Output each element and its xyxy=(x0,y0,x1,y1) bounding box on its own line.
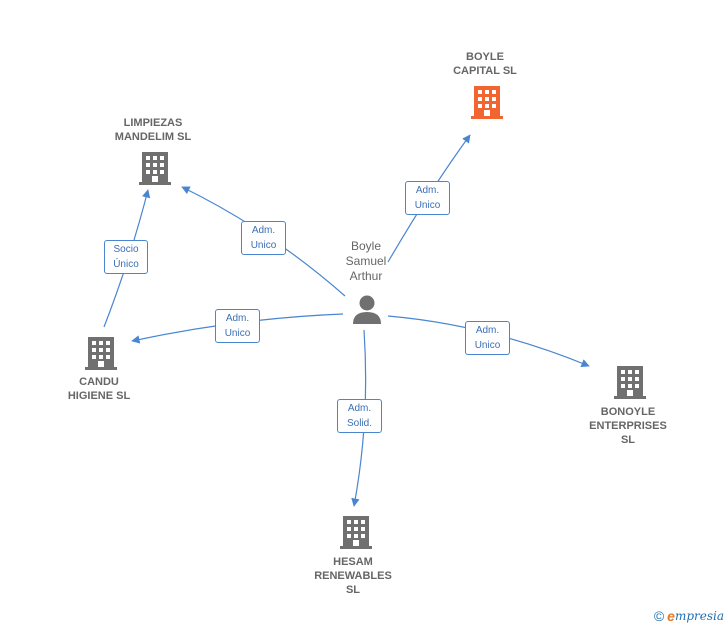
edge-label-candu-to-limpiezas[interactable]: Socio Único xyxy=(104,240,148,274)
company-label-bonoyle[interactable]: BONOYLE ENTERPRISES SL xyxy=(589,406,667,446)
building-icon[interactable] xyxy=(614,366,646,399)
brand-initial: e xyxy=(667,608,675,624)
company-label-candu[interactable]: CANDU HIGIENE SL xyxy=(67,376,131,402)
company-label-hesam[interactable]: HESAM RENEWABLES SL xyxy=(314,556,392,596)
brand-name: mpresia xyxy=(674,609,724,623)
edge-label-to-boyle-capital[interactable]: Adm. Unico xyxy=(405,181,450,215)
person-icon[interactable] xyxy=(353,295,381,325)
edge-label-to-bonoyle[interactable]: Adm. Unico xyxy=(465,321,510,355)
building-icon[interactable] xyxy=(139,152,171,185)
building-icon[interactable] xyxy=(471,86,503,119)
company-label-boyle-capital[interactable]: BOYLE CAPITAL SL xyxy=(453,51,517,77)
edge-label-to-limpiezas[interactable]: Adm. Unico xyxy=(241,221,286,255)
edge-label-to-hesam[interactable]: Adm. Solid. xyxy=(337,399,382,433)
edge-label-to-candu[interactable]: Adm. Unico xyxy=(215,309,260,343)
copyright-icon: © xyxy=(653,608,665,624)
company-label-limpiezas[interactable]: LIMPIEZAS MANDELIM SL xyxy=(114,117,192,143)
person-label[interactable]: Boyle Samuel Arthur xyxy=(345,239,387,283)
building-icon[interactable] xyxy=(340,516,372,549)
building-icon[interactable] xyxy=(85,337,117,370)
